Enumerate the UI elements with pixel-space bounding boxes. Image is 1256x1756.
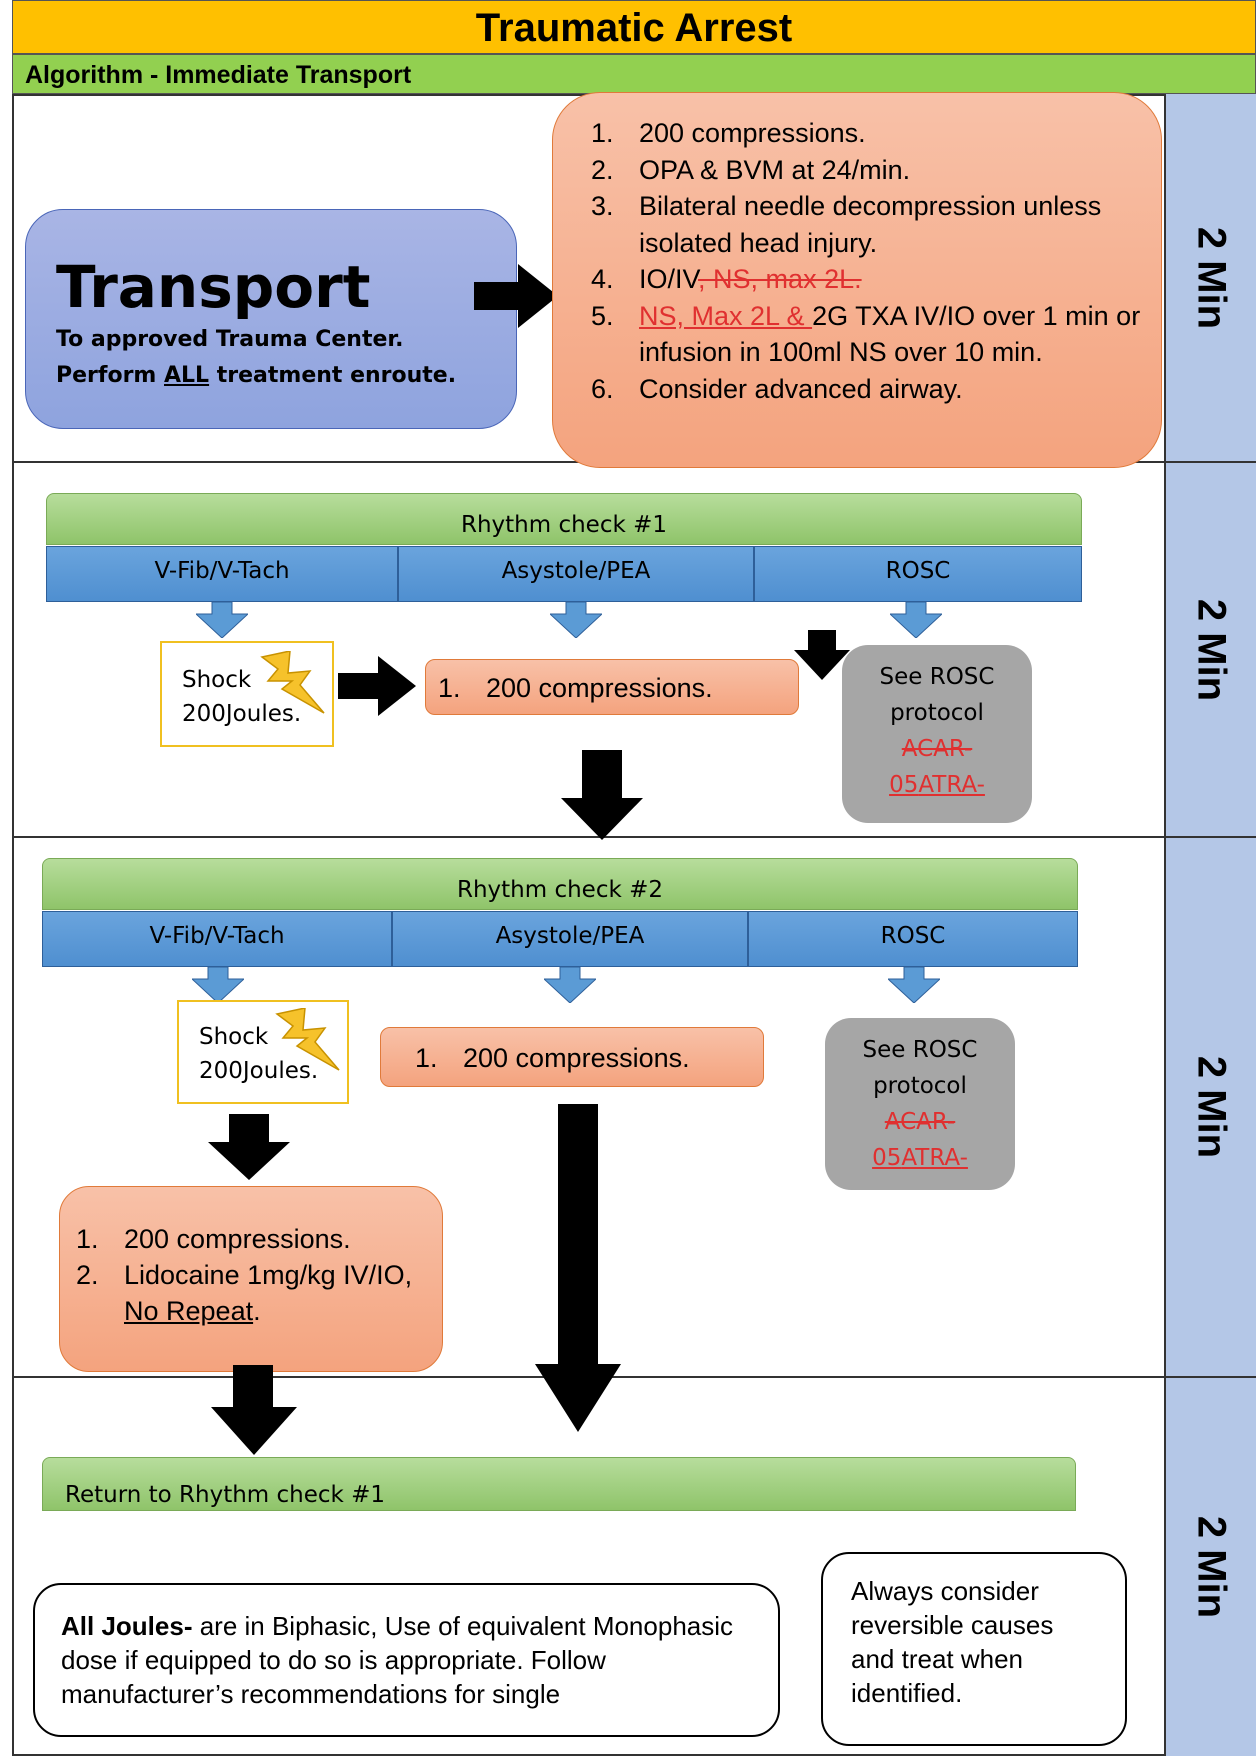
down-arrow-icon (544, 967, 596, 1003)
right-arrow-icon (338, 656, 416, 716)
shock-box-1: Shock 200Joules. (160, 641, 334, 747)
vfib-followup-list: 1.200 compressions. 2.Lidocaine 1mg/kg I… (76, 1221, 442, 1329)
compressions-box-2: 1.200 compressions. (380, 1027, 764, 1087)
rosc-ref: 05ATRA- (889, 772, 985, 798)
transport-heading: Transport (56, 253, 371, 321)
shock-label: Shock (199, 1024, 269, 1050)
time-segment-4: 2 Min (1164, 1377, 1256, 1756)
vfib-followup-box: 1.200 compressions. 2.Lidocaine 1mg/kg I… (59, 1186, 443, 1372)
return-to-check-1: Return to Rhythm check #1 (42, 1457, 1076, 1511)
down-arrow-icon (890, 602, 942, 638)
right-arrow-icon (474, 264, 558, 328)
rosc-text: protocol (873, 1073, 967, 1099)
lightning-icon (275, 1008, 340, 1071)
rosc-ref-struck: ACAR- (901, 736, 973, 762)
joules-label: 200Joules. (182, 701, 302, 727)
rosc-box-2: See ROSC protocol ACAR- 05ATRA- (825, 1018, 1015, 1190)
step-item: 3.Bilateral needle decompression unless … (591, 191, 1102, 258)
down-arrow-icon (794, 630, 850, 680)
row-divider (12, 836, 1256, 838)
check2-col-asystole: Asystole/PEA (392, 911, 748, 967)
down-arrow-icon (888, 967, 940, 1003)
time-segment-2: 2 Min (1164, 462, 1256, 837)
transport-box: Transport To approved Trauma Center. Per… (25, 209, 517, 429)
down-arrow-icon (208, 1114, 290, 1180)
step-item: 4.IO/IV, NS, max 2L. (591, 264, 862, 294)
time-label-1: 2 Min (1189, 226, 1234, 330)
joules-label: 200Joules. (199, 1058, 319, 1084)
step-item: 1.200 compressions. (76, 1224, 351, 1254)
page-subtitle: Algorithm - Immediate Transport (12, 54, 1256, 94)
check1-col-vfib: V-Fib/V-Tach (46, 546, 398, 602)
joules-note-text: are in Biphasic, Use of equivalent Monop… (61, 1611, 734, 1709)
down-arrow-icon (550, 602, 602, 638)
step-item: 2.OPA & BVM at 24/min. (591, 154, 911, 185)
check2-col-vfib: V-Fib/V-Tach (42, 911, 392, 967)
time-label-2: 2 Min (1189, 598, 1234, 701)
page-title: Traumatic Arrest (12, 0, 1256, 54)
step-item: 6.Consider advanced airway. (591, 373, 963, 404)
rhythm-check-2-header: Rhythm check #2 (42, 858, 1078, 910)
shock-box-2: Shock 200Joules. (177, 1000, 349, 1104)
transport-line-2: Perform ALL treatment enroute. (56, 363, 457, 388)
rosc-ref-struck: ACAR- (884, 1109, 956, 1135)
rosc-text: See ROSC (862, 1037, 978, 1063)
step-item: 1.200 compressions. (591, 118, 866, 148)
step-item: 2.Lidocaine 1mg/kg IV/IO, No Repeat. (76, 1260, 413, 1326)
check1-col-rosc: ROSC (754, 546, 1082, 602)
transport-line-1: To approved Trauma Center. (56, 327, 404, 352)
rhythm-check-1-header: Rhythm check #1 (46, 493, 1082, 545)
down-arrow-icon (535, 1104, 621, 1432)
reversible-causes-note: Always consider reversible causes and tr… (821, 1552, 1127, 1746)
time-label-4: 2 Min (1189, 1515, 1234, 1618)
rosc-box-1: See ROSC protocol ACAR- 05ATRA- (842, 645, 1032, 823)
down-arrow-icon (211, 1365, 297, 1455)
compressions-box-1: 1.200 compressions. (425, 659, 799, 715)
down-arrow-icon (196, 602, 248, 638)
rosc-text: See ROSC (879, 664, 995, 690)
check2-col-rosc: ROSC (748, 911, 1078, 967)
time-label-3: 2 Min (1189, 1055, 1234, 1159)
shock-label: Shock (182, 667, 252, 693)
joules-note-bold: All Joules- (61, 1611, 193, 1641)
row-divider (12, 1376, 1256, 1378)
down-arrow-icon (192, 967, 244, 1003)
step-item: 5.NS, Max 2L & 2G TXA IV/IO over 1 min o… (591, 300, 1141, 368)
time-segment-3: 2 Min (1164, 837, 1256, 1377)
initial-steps-list: 1.200 compressions. 2.OPA & BVM at 24/mi… (591, 115, 1141, 407)
check1-col-asystole: Asystole/PEA (398, 546, 754, 602)
lightning-icon (260, 651, 325, 714)
joules-note: All Joules- are in Biphasic, Use of equi… (33, 1583, 780, 1737)
rosc-ref: 05ATRA- (872, 1145, 968, 1171)
down-arrow-icon (561, 750, 643, 840)
rosc-text: protocol (890, 700, 984, 726)
time-segment-1: 2 Min (1164, 94, 1256, 462)
initial-steps-box: 1.200 compressions. 2.OPA & BVM at 24/mi… (552, 92, 1162, 468)
